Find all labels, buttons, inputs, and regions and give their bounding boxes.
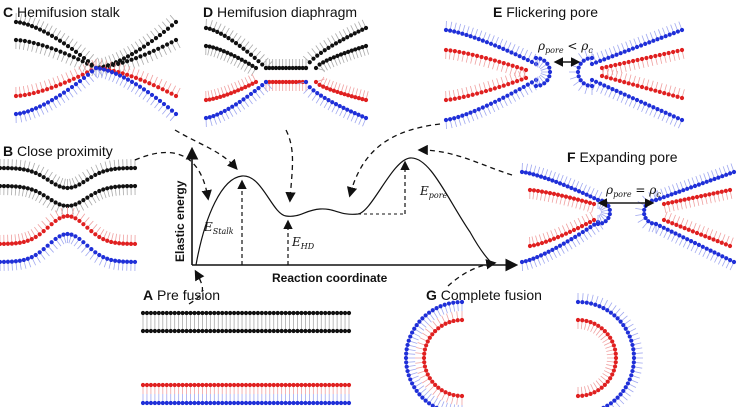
- diaphragm-top-right-inner: [313, 43, 370, 73]
- arrow-f: [417, 144, 513, 176]
- stalk-bot-left-inner: [13, 59, 99, 99]
- flicker-left-top-inner: [443, 47, 529, 79]
- e-stalk-label: EStalk: [203, 220, 234, 236]
- proximity-top-inner: [0, 183, 138, 216]
- diaphragm-top-left-outer: [203, 18, 273, 71]
- diaphragm-bot-left-inner: [203, 73, 259, 103]
- diaphragm-bot-right-outer: [297, 79, 369, 127]
- arrow-c: [174, 129, 238, 170]
- flicker-right-rim: [568, 48, 595, 96]
- panel-e-title: E Flickering pore: [493, 4, 598, 20]
- pre-fusion-top-inner: [140, 322, 352, 334]
- expand-right-top-outer: [652, 163, 737, 203]
- x-axis-label: Reaction coordinate: [272, 271, 388, 285]
- pre-fusion-top-outer: [140, 310, 352, 322]
- panel-g-title: G Complete fusion: [426, 287, 542, 303]
- expand-right-bot-inner: [661, 211, 734, 249]
- flicker-left-bot-inner: [443, 69, 529, 103]
- flickering-pore-label: ρpore < ρc: [537, 39, 593, 55]
- expand-left-rim: [595, 197, 612, 227]
- arrow-g: [447, 259, 497, 287]
- diaphragm-center-top: [263, 59, 309, 71]
- diaphragm-center-bottom: [263, 79, 309, 91]
- complete-left-outer: [403, 299, 465, 407]
- panel-d-title: D Hemifusion diaphragm: [203, 4, 357, 20]
- expand-left-bot-inner: [527, 211, 597, 249]
- pre-fusion-bottom-inner: [140, 382, 352, 394]
- flicker-left-top-outer: [443, 20, 541, 67]
- arrow-d: [285, 129, 296, 203]
- complete-right-outer: [575, 292, 644, 407]
- arrow-b: [134, 152, 212, 201]
- complete-left-inner: [414, 310, 465, 406]
- pre-fusion-bottom-outer: [140, 394, 352, 406]
- expand-right-rim: [635, 190, 659, 234]
- energy-curve: [195, 157, 495, 266]
- expand-right-bot-outer: [651, 221, 737, 271]
- stalk-top-left-outer: [13, 12, 103, 71]
- panel-c-title: C Hemifusion stalk: [3, 4, 121, 20]
- transition-arrows: [134, 123, 513, 305]
- proximity-bottom-outer: [0, 231, 138, 271]
- diaphragm-top-left-inner: [203, 43, 259, 76]
- stalk-bot-left-outer: [13, 65, 103, 124]
- diaphragm-bot-right-inner: [313, 76, 369, 103]
- e-hd-label: EHD: [291, 235, 315, 251]
- expanding-pore-label: ρpore = ρc: [605, 183, 661, 199]
- flicker-right-top-outer: [588, 21, 685, 67]
- energy-plot: Elastic energy Reaction coordinate EStal…: [173, 146, 519, 285]
- panel-f-title: F Expanding pore: [567, 149, 678, 165]
- diaphragm-top-right-outer: [297, 19, 369, 71]
- flicker-left-bot-outer: [443, 77, 541, 130]
- panel-b-title: B Close proximity: [3, 143, 113, 159]
- flicker-left-rim: [533, 55, 553, 89]
- proximity-bottom-inner: [0, 206, 138, 247]
- membrane-illustrations: [0, 12, 737, 407]
- stalk-bot-right-outer: [93, 65, 179, 122]
- expand-right-top-inner: [661, 187, 733, 213]
- e-pore-label: Epore: [419, 184, 448, 200]
- expand-left-bot-outer: [519, 219, 604, 272]
- flicker-right-bot-outer: [587, 77, 685, 129]
- expand-left-top-inner: [527, 187, 597, 213]
- y-axis-label: Elastic energy: [173, 180, 187, 262]
- complete-right-inner: [575, 317, 619, 399]
- proximity-top-outer: [0, 159, 138, 191]
- flicker-right-top-inner: [599, 47, 685, 77]
- diaphragm-bot-left-outer: [203, 79, 273, 128]
- arrow-a: [188, 269, 205, 305]
- panel-a-title: A Pre fusion: [143, 287, 220, 303]
- flicker-right-bot-inner: [599, 67, 685, 101]
- arrow-e: [346, 123, 441, 198]
